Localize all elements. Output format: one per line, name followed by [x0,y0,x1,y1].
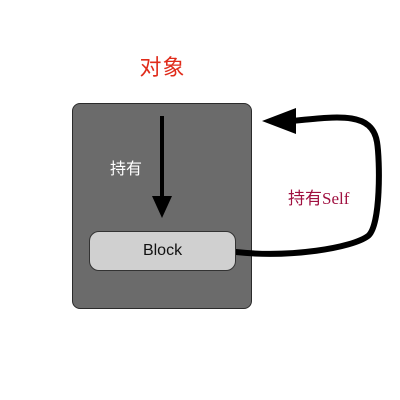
block-label: Block [142,242,183,259]
retain-self-arrow [233,108,382,257]
retain-label: 持有 [110,159,143,178]
block-box: Block [89,231,236,271]
object-title: 对象 [139,56,186,81]
retain-self-label: 持有Self [288,189,350,208]
retain-down-arrow [152,116,172,218]
